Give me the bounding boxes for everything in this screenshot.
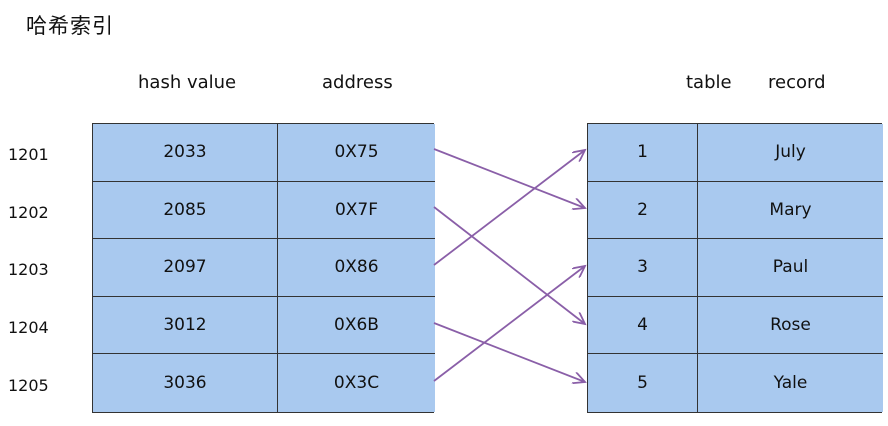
- table-row-number-cell: 1: [588, 124, 698, 182]
- diagram-title: 哈希索引: [26, 14, 114, 38]
- hash-value-cell: 3012: [93, 296, 278, 355]
- record-cell: July: [698, 124, 883, 182]
- address-cell: 0X6B: [278, 296, 435, 355]
- pointer-arrow: [433, 322, 585, 382]
- header-hash-value: hash value: [138, 72, 237, 93]
- record-cell: Mary: [698, 181, 883, 240]
- record-cell: Yale: [698, 354, 883, 412]
- table-row-number-cell: 5: [588, 354, 698, 412]
- header-address: address: [322, 72, 393, 93]
- record-cell: Paul: [698, 239, 883, 297]
- pointer-arrow: [433, 206, 585, 324]
- pointer-arrow: [433, 266, 585, 382]
- hash-value-cell: 2033: [93, 124, 278, 182]
- key-label: 1201: [8, 145, 49, 164]
- address-cell: 0X3C: [278, 354, 435, 412]
- record-table: 1 July 2 Mary 3 Paul 4 Rose 5 Yale: [587, 123, 883, 413]
- record-cell: Rose: [698, 296, 883, 355]
- table-row-number-cell: 4: [588, 296, 698, 355]
- pointer-arrow: [433, 150, 585, 266]
- address-cell: 0X7F: [278, 181, 435, 240]
- hash-value-cell: 2097: [93, 239, 278, 297]
- address-cell: 0X86: [278, 239, 435, 297]
- pointer-arrow: [433, 148, 585, 208]
- key-label: 1203: [8, 260, 49, 279]
- key-label: 1202: [8, 203, 49, 222]
- table-row-number-cell: 2: [588, 181, 698, 240]
- hash-index-table: 2033 0X75 2085 0X7F 2097 0X86 3012 0X6B …: [92, 123, 435, 413]
- hash-value-cell: 3036: [93, 354, 278, 412]
- header-table: table: [686, 72, 732, 93]
- address-cell: 0X75: [278, 124, 435, 182]
- key-label: 1205: [8, 376, 49, 395]
- key-label: 1204: [8, 318, 49, 337]
- header-record: record: [768, 72, 826, 93]
- table-row-number-cell: 3: [588, 239, 698, 297]
- hash-value-cell: 2085: [93, 181, 278, 240]
